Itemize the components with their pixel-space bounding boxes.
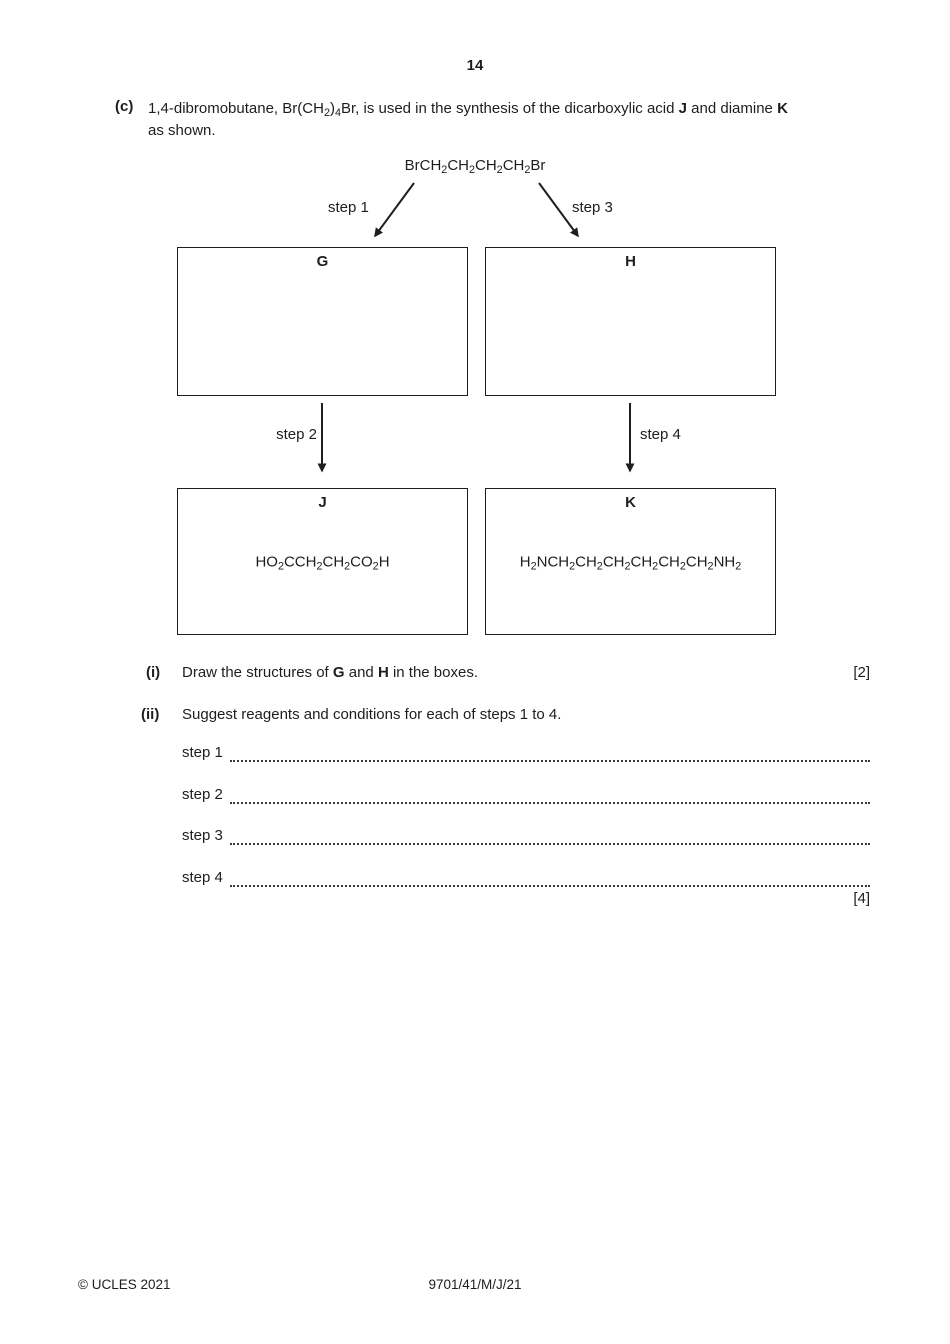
part-i-seg1: Draw the structures of (182, 664, 333, 681)
step-1-label: step 1 (328, 199, 369, 216)
step1-arrow-icon (374, 182, 415, 238)
part-ii-marks: [4] (853, 890, 870, 907)
compound-j-formula: HO2CCH2CH2CO2H (255, 553, 390, 573)
intro-seg3: and diamine (687, 100, 778, 117)
part-i-marks: [2] (853, 664, 870, 681)
box-j-label: J (318, 494, 327, 511)
box-g-label: G (316, 253, 329, 270)
structure-box-g[interactable]: G (177, 247, 468, 396)
footer-paper-code: 9701/41/M/J/21 (428, 1277, 522, 1292)
compound-j-ref: J (678, 100, 687, 117)
answer-step-3-label: step 3 (182, 827, 223, 844)
question-part-label: (c) (115, 98, 134, 115)
intro-line2: as shown. (148, 122, 216, 139)
answer-step-2-label: step 2 (182, 785, 223, 803)
structure-box-h[interactable]: H (485, 247, 776, 396)
question-intro-text: 1,4-dibromobutane, Br(CH2)4Br, is used i… (148, 98, 878, 142)
step-4-label: step 4 (640, 426, 681, 443)
answer-step-1-label: step 1 (182, 744, 223, 761)
part-i-label: (i) (146, 664, 161, 681)
part-i-bold-h: H (377, 664, 389, 681)
part-ii-text: Suggest reagents and conditions for each… (182, 706, 562, 723)
product-box-j: J HO2CCH2CH2CO2H (177, 488, 468, 635)
step-2-label: step 2 (276, 426, 317, 443)
part-i-seg3: in the boxes. (388, 664, 479, 681)
intro-seg2: is used in the synthesis of the dicarbox… (359, 100, 679, 117)
answer-line-step-3: step 3 (182, 826, 870, 845)
part-i-text: Draw the structures of G and H in the bo… (182, 664, 478, 681)
compound-k-formula: H2NCH2CH2CH2CH2CH2CH2NH2 (519, 553, 742, 573)
start-compound-formula: BrCH2CH2CH2CH2Br (404, 157, 546, 177)
part-i-seg2: and (344, 664, 378, 681)
footer-copyright: © UCLES 2021 (78, 1277, 171, 1292)
part-i-bold-g: G (332, 664, 345, 681)
intro-seg1: 1,4-dibromobutane, (148, 100, 283, 117)
part-ii-label: (ii) (141, 706, 160, 723)
answer-step-4-label: step 4 (182, 868, 223, 886)
answer-step-3-dotted-line[interactable] (229, 828, 870, 845)
answer-step-4-dotted-line[interactable] (229, 870, 870, 887)
answer-step-2-dotted-line[interactable] (229, 787, 870, 804)
compound-k-ref: K (777, 100, 788, 117)
answer-line-step-1: step 1 (182, 743, 870, 762)
step-3-label: step 3 (572, 199, 613, 216)
answer-line-step-2: step 2 (182, 785, 870, 804)
product-box-k: K H2NCH2CH2CH2CH2CH2CH2NH2 (485, 488, 776, 635)
answer-line-step-4: step 4 (182, 868, 870, 887)
box-k-label: K (625, 494, 636, 511)
intro-reagent-formula: Br(CH2)4Br, (282, 100, 360, 120)
answer-step-1-dotted-line[interactable] (229, 745, 870, 762)
box-h-label: H (625, 253, 636, 270)
page-number: 14 (466, 57, 484, 74)
